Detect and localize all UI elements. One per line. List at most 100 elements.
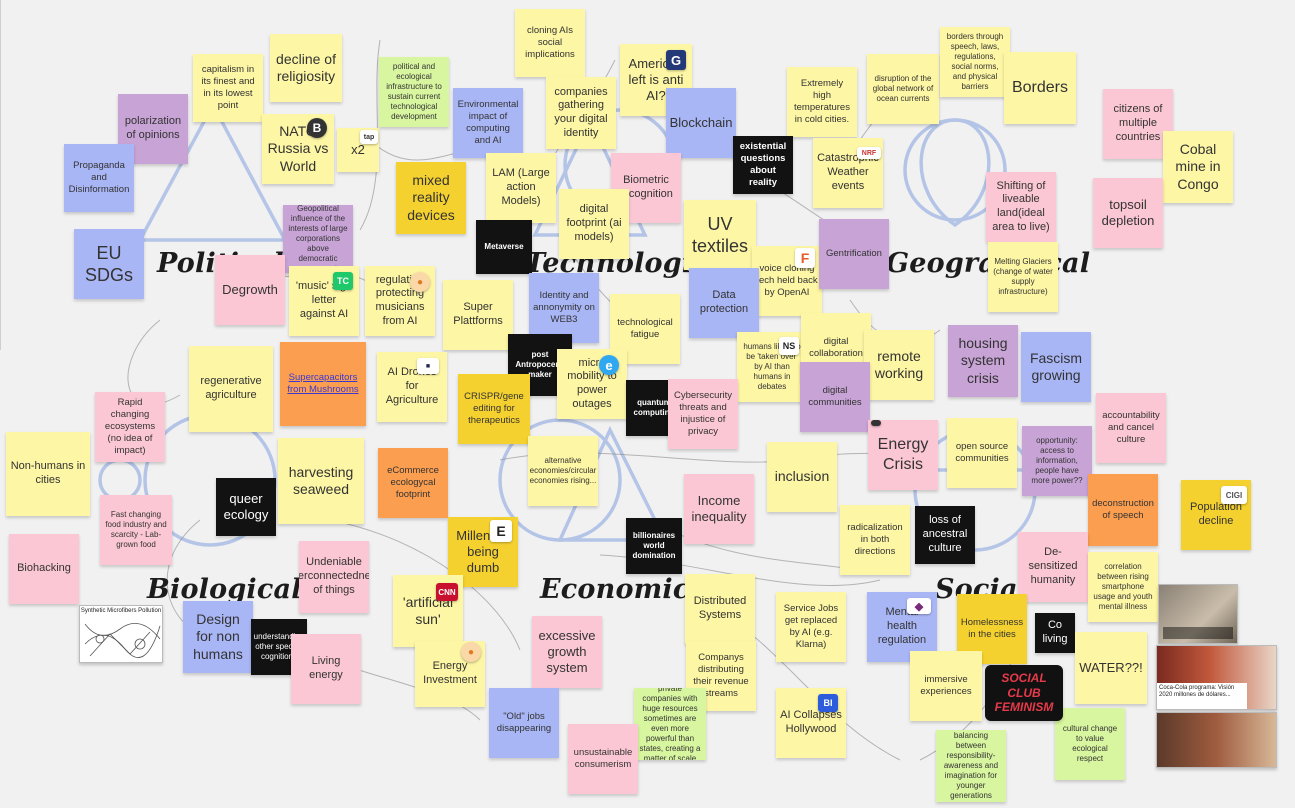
sticky-note[interactable]: correlation between rising smartphone us…	[1088, 552, 1158, 622]
sticky-note[interactable]: open source communities	[947, 418, 1017, 488]
sticky-note[interactable]: Propaganda and Disinformation	[64, 144, 134, 212]
techcrunch-icon[interactable]: TC	[333, 272, 353, 290]
sticky-note[interactable]: companies gathering your digital identit…	[546, 77, 616, 149]
source-icon[interactable]: ●	[410, 272, 430, 292]
sticky-note[interactable]: Gentrification	[819, 219, 889, 289]
sticky-note[interactable]: Borders	[1004, 52, 1076, 124]
sticky-note[interactable]: decline of religiosity	[270, 34, 342, 102]
sticky-note[interactable]: Companys distributing their revenue stre…	[686, 641, 756, 711]
source-icon[interactable]: NS	[779, 337, 799, 355]
sticky-note[interactable]: accountability and cancel culture	[1096, 393, 1166, 463]
sticky-note[interactable]: immersive experiences	[910, 651, 982, 721]
sticky-note[interactable]: Geopolitical influence of the interests …	[283, 205, 353, 273]
sticky-note[interactable]: mixed reality devices	[396, 162, 466, 234]
source-icon[interactable]: NRF	[857, 147, 881, 159]
sticky-note[interactable]: opportunity: access to information, peop…	[1022, 426, 1092, 496]
sticky-note[interactable]: housing system crisis	[948, 325, 1018, 397]
sticky-note[interactable]: Living energy	[291, 634, 361, 704]
photo-thumbnail[interactable]	[1158, 584, 1238, 644]
sticky-note[interactable]: loss of ancestral culture	[915, 506, 975, 564]
sticky-note[interactable]: radicalization in both directions	[840, 505, 910, 575]
photo-thumbnail[interactable]: Coca-Cola programa: Visión 2020 millones…	[1156, 645, 1277, 710]
sticky-note[interactable]: Fascism growing	[1021, 332, 1091, 402]
sticky-note[interactable]: topsoil depletion	[1093, 178, 1163, 248]
sticky-note[interactable]: Shifting of liveable land(ideal area to …	[986, 172, 1056, 242]
sticky-note[interactable]: Mental health regulation	[867, 592, 937, 662]
sticky-note[interactable]: De-sensitized humanity	[1018, 532, 1088, 602]
sticky-note[interactable]: alternative economies/circular economies…	[528, 436, 598, 506]
sticky-note[interactable]: "Old" jobs disappearing	[489, 688, 559, 758]
sticky-note[interactable]: Metaverse	[476, 220, 532, 274]
sticky-note[interactable]: queer ecology	[216, 478, 276, 536]
sticky-note[interactable]: LAM (Large action Models)	[486, 153, 556, 223]
sticky-note[interactable]: borders through speech, laws, regulation…	[940, 27, 1010, 97]
sticky-note[interactable]: disruption of the global network of ocea…	[867, 54, 939, 124]
sticky-note[interactable]: Cybersecurity threats and injustice of p…	[668, 379, 738, 449]
sticky-note[interactable]: Supercapacitors from Mushrooms	[280, 342, 366, 426]
source-icon[interactable]: ●	[461, 642, 481, 662]
sticky-note[interactable]: political and ecological infrastructure …	[379, 57, 449, 127]
sticky-note[interactable]: 'artificial sun'	[393, 575, 463, 647]
sticky-note[interactable]: excessive growth system	[532, 616, 602, 688]
sticky-note[interactable]: Environmental impact of computing and AI	[453, 88, 523, 158]
sticky-note[interactable]: inclusion	[767, 442, 837, 512]
sticky-note[interactable]: Distributed Systems	[685, 574, 755, 644]
sticky-note[interactable]: unsustainable consumerism	[568, 724, 638, 794]
news-source-icon[interactable]: G	[666, 50, 686, 70]
sticky-note[interactable]: private companies with huge resources so…	[634, 688, 706, 760]
sticky-note[interactable]: digital communities	[800, 362, 870, 432]
sticky-note[interactable]: EU SDGs	[74, 229, 144, 299]
sticky-note[interactable]: technological fatigue	[610, 294, 680, 364]
cnn-icon[interactable]: CNN	[436, 583, 458, 601]
sticky-note[interactable]: CRISPR/gene editing for therapeutics	[458, 374, 530, 444]
sticky-note[interactable]: harvesting seaweed	[278, 438, 364, 524]
sticky-note[interactable]: Fast changing food industry and scarcity…	[100, 495, 172, 565]
sticky-note[interactable]: WATER??!	[1075, 632, 1147, 704]
microfibers-image[interactable]: Synthetic Microfibers Pollution	[79, 605, 163, 663]
source-icon[interactable]: tap	[360, 130, 378, 144]
cigi-icon[interactable]: CIGI	[1221, 486, 1247, 504]
sticky-note[interactable]: existential questions about reality	[733, 136, 793, 194]
sticky-note[interactable]: cultural change to value ecological resp…	[1055, 708, 1125, 780]
bloomberg-icon[interactable]: B	[307, 118, 327, 138]
source-icon[interactable]	[871, 420, 881, 426]
sticky-note[interactable]: Energy Investment	[415, 641, 485, 707]
sticky-note[interactable]: UV textiles	[684, 200, 756, 270]
source-icon[interactable]: ■	[417, 358, 439, 374]
business-insider-icon[interactable]: BI	[818, 694, 838, 712]
sticky-note[interactable]: capitalism in its finest and in its lowe…	[193, 54, 263, 122]
sticky-note[interactable]: Design for non humans	[183, 601, 253, 673]
sticky-note[interactable]: citizens of multiple countries	[1103, 89, 1173, 159]
sticky-note[interactable]: Co living	[1035, 613, 1075, 653]
sticky-note[interactable]: Undeniable interconnectedness of things	[299, 541, 369, 613]
sticky-note[interactable]: x2	[337, 128, 379, 172]
sticky-note[interactable]: Service Jobs get replaced by AI (e.g. Kl…	[776, 592, 846, 662]
sticky-note[interactable]: Income inequality	[684, 474, 754, 544]
source-icon[interactable]: e	[599, 355, 619, 375]
sticky-note[interactable]: Identity and annonymity on WEB3	[529, 273, 599, 343]
sticky-note[interactable]: Rapid changing ecosystems (no idea of im…	[95, 392, 165, 462]
sticky-note[interactable]: Biohacking	[9, 534, 79, 604]
sticky-note[interactable]: billionaires world domination	[626, 518, 682, 574]
sticky-note[interactable]: Energy Crisis	[868, 420, 938, 490]
sticky-note[interactable]: regenerative agriculture	[189, 346, 273, 432]
source-icon[interactable]: ◆	[907, 598, 931, 614]
sticky-note[interactable]: remote working	[864, 330, 934, 400]
sticky-note[interactable]: Extremely high temperatures in cold citi…	[787, 67, 857, 137]
social-club-feminism-sticker[interactable]: SOCIAL CLUB FEMINISM	[985, 665, 1063, 721]
sticky-note[interactable]: Catastrophic Weather events	[813, 138, 883, 208]
sticky-note[interactable]: digital footprint (ai models)	[559, 189, 629, 259]
sticky-note[interactable]: Melting Glaciers (change of water supply…	[988, 242, 1058, 312]
sticky-note[interactable]: Blockchain	[666, 88, 736, 158]
sticky-note[interactable]: Super Plattforms	[443, 280, 513, 350]
sticky-note[interactable]: Data protection	[689, 268, 759, 338]
photo-thumbnail[interactable]	[1156, 712, 1277, 768]
economist-icon[interactable]: E	[490, 520, 512, 542]
sticky-note[interactable]: Non-humans in cities	[6, 432, 90, 516]
sticky-note[interactable]: eCommerce ecologycal footprint	[378, 448, 448, 518]
sticky-note[interactable]: Degrowth	[215, 255, 285, 325]
sticky-note[interactable]: Cobal mine in Congo	[1163, 131, 1233, 203]
sticky-note[interactable]: deconstruction of speech	[1088, 474, 1158, 546]
sticky-note[interactable]: American left is anti AI?	[620, 44, 692, 116]
